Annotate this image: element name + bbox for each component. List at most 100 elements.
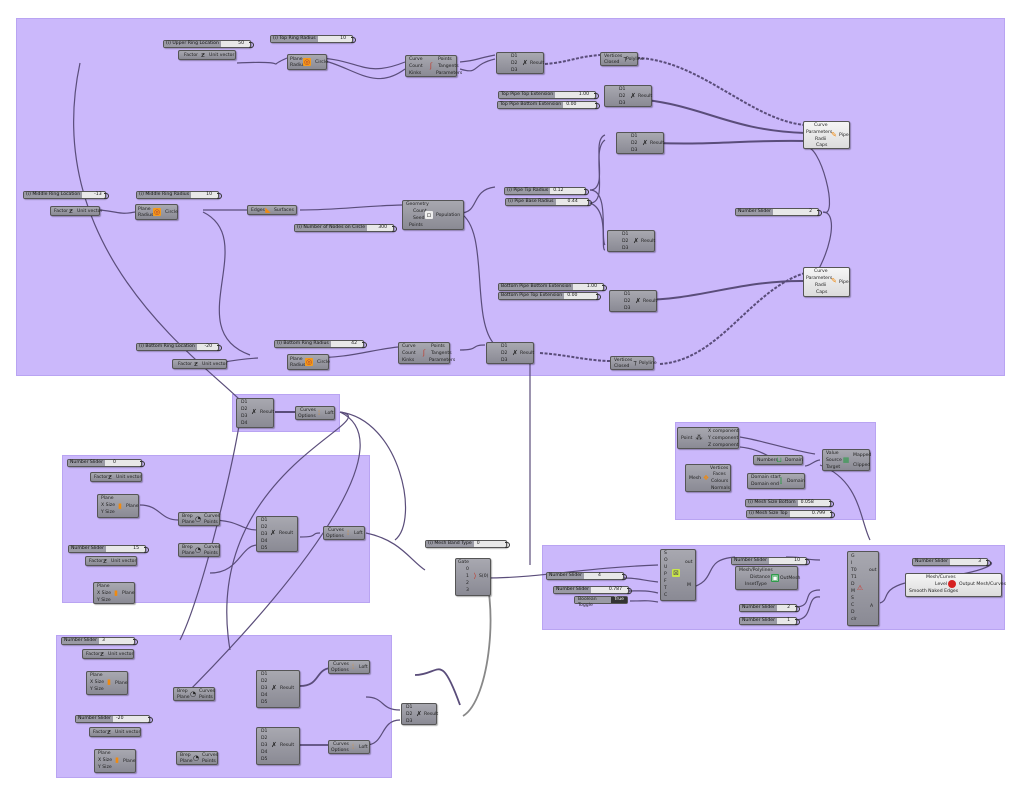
node-brep-plane-g2a[interactable]: Brep Plane ◔ Curves Points (178, 512, 220, 526)
node-construct-domain[interactable]: Domain start Domain end ⫿ Domain (747, 473, 805, 489)
node-brep-plane-g4b[interactable]: Brep Plane ◔ Curves Points (176, 751, 218, 765)
node-merge-radii-bottom[interactable]: D1 D2 D3 ✗ Result (607, 230, 655, 252)
node-cocoon[interactable]: S O U P F T C ⊠ out M (660, 549, 696, 601)
node-remap[interactable]: Value Source Target ▦ Mapped Clipped (822, 449, 871, 471)
node-circle-upper[interactable]: Plane Radius ◎ Circle (287, 54, 328, 70)
loft-icon: ⦙ (347, 529, 349, 537)
loft-icon: ⦙ (318, 409, 320, 417)
node-loft-g2[interactable]: Curves Options ⦙ Loft (323, 526, 365, 540)
node-divide-bottom[interactable]: Curve Count Kinks ʃ Points Tangents Para… (398, 342, 455, 364)
node-plane-g4b[interactable]: Plane X Size Y Size ▮ Plane (94, 749, 136, 773)
node-merge-radii-top[interactable]: D1 D2 D3 ✗ Result (616, 132, 664, 154)
merge-icon: ✗ (270, 529, 276, 537)
node-unit-vector-upper[interactable]: Factor ƶ Unit vector (178, 50, 236, 60)
merge-icon: ✗ (271, 684, 277, 692)
divide-curve-icon: ʃ (422, 349, 426, 357)
node-divide-upper[interactable]: Curve Count Kinks ʃ Points Tangents Para… (405, 55, 462, 77)
node-loft-g4a[interactable]: Curves Options ⦙ Loft (328, 660, 370, 674)
node-merge-g4b[interactable]: D1 D2 D3 D4 D5 ✗ Result (256, 727, 300, 765)
node-brep-plane-g2b[interactable]: Brep Plane ◔ Curves Points (178, 543, 220, 557)
populate-icon: ▫ (425, 211, 433, 219)
node-unit-vector-g2a[interactable]: Factor ƶ Unit vector (90, 472, 142, 482)
node-unit-vector-g2b[interactable]: Factor ƶ Unit vector (85, 556, 137, 566)
node-unit-vector-bottom[interactable]: Factor ƶ Unit vector (172, 359, 227, 369)
node-merge-bottom[interactable]: D1 D2 D3 ✗ Result (486, 342, 534, 364)
weaverbird-icon: ⚠ (856, 584, 864, 592)
merge-icon: ✗ (271, 741, 277, 749)
node-merge-g2[interactable]: D1 D2 D3 D4 D5 ✗ Result (256, 516, 298, 552)
node-output-mesh[interactable]: Mesh/Curves Level Smooth Naked Edges Out… (905, 573, 1006, 597)
unit-vector-icon: ƶ (107, 728, 111, 736)
node-unit-vector-g4b[interactable]: Factor ƶ Unit vector (89, 727, 141, 737)
remap-icon: ▦ (842, 456, 850, 464)
node-unit-vector-g4a[interactable]: Factor ƶ Unit vector (82, 649, 134, 659)
cocoon-icon: ⊠ (672, 569, 680, 577)
node-gate[interactable]: Gate 0 1 2 3 ⟩ S(0) (455, 558, 491, 596)
node-boundary-surface[interactable]: Edges ◣ Surfaces (247, 205, 297, 215)
node-loft-top[interactable]: Curves Options ⦙ Loft (295, 406, 335, 420)
node-weaverbird[interactable]: G I T0 T1 D M S C D clr ⚠ out A (847, 551, 879, 626)
node-polyline-bottom[interactable]: Vertices Closed ⁊ Polyline (610, 356, 657, 370)
rectangle-icon: ▮ (114, 589, 118, 597)
node-unit-vector-middle[interactable]: Factor ƶ Unit vector (50, 206, 102, 216)
merge-icon: ✗ (251, 408, 257, 416)
node-populate[interactable]: Geometry Count Seed Points ▫ Population (402, 200, 464, 230)
circle-icon: ◎ (305, 358, 313, 366)
node-circle-middle[interactable]: Plane Radius ◎ Circle (135, 204, 178, 220)
slider-g4b[interactable]: Number Slider-20 (75, 715, 153, 723)
node-bounds[interactable]: Numbers ⊔ Domain (753, 455, 803, 465)
merge-icon: ✗ (416, 710, 422, 718)
node-loft-g4b[interactable]: Curves Options ⦙ Loft (328, 740, 370, 754)
unit-vector-icon: ƶ (201, 51, 205, 59)
merge-icon: ✗ (522, 59, 528, 67)
node-circle-bottom[interactable]: Plane Radius ◎ Circle (287, 354, 330, 370)
node-deconstruct-mesh[interactable]: Mesh ❖ Vertices Faces Colours Normals (685, 464, 731, 492)
node-plane-g2a[interactable]: Plane X Size Y Size ▮ Plane (97, 494, 139, 518)
node-offset-mesh[interactable]: Mesh/Polylines Distance InsetType ▣ OutM… (735, 566, 800, 590)
brep-plane-icon: ◔ (189, 690, 197, 698)
node-merge-upper[interactable]: D1 D2 D3 ✗ Result (496, 52, 544, 74)
mesh-icon: ❖ (702, 474, 710, 482)
node-merge-final[interactable]: D1 D2 D3 ✗ Result (401, 703, 438, 725)
node-deconstruct-point[interactable]: Point ⁂ X component Y component Z compon… (677, 427, 739, 449)
bounds-icon: ⊔ (776, 456, 782, 464)
node-plane-g4a[interactable]: Plane X Size Y Size ▮ Plane (86, 671, 128, 695)
node-brep-plane-g4a[interactable]: Brep Plane ◔ Curves Points (173, 687, 215, 701)
node-polyline-upper[interactable]: Vertices Closed ⁊ Polyline (600, 52, 644, 66)
node-plane-g2b[interactable]: Plane X Size Y Size ▮ Plane (93, 582, 135, 604)
node-merge-g4a[interactable]: D1 D2 D3 D4 D5 ✗ Result (256, 670, 300, 708)
node-merge-pipe-bottom[interactable]: D1 D2 D3 ✗ Result (609, 290, 657, 312)
node-pipe-top[interactable]: Curve Parameters Radii Caps ✎ Pipe (803, 121, 850, 149)
slider-bottom-ring-location[interactable]: (i) Bottom Ring Location-20 (136, 343, 222, 351)
node-merge-pipe-top[interactable]: D1 D2 D3 ✗ Result (604, 85, 652, 107)
slider-middle-ring-location[interactable]: (i) Middle Ring Location-13 (23, 191, 109, 199)
node-pipe-bottom[interactable]: Curve Parameters Radii Caps ✎ Pipe (803, 267, 850, 297)
node-merge-rings[interactable]: D1 D2 D3 D4 ✗ Result (236, 398, 274, 428)
